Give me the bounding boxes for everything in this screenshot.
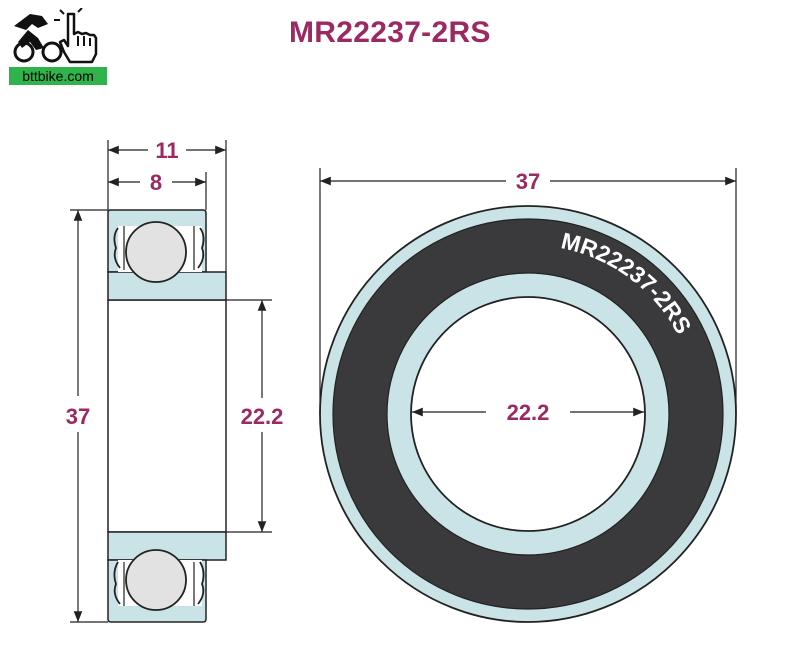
dimension-11: 11	[107, 138, 227, 272]
cyclist-hand-icon	[13, 7, 98, 64]
seal-left-bottom	[113, 561, 121, 605]
dim-label-outer-diameter-front: 37	[516, 169, 540, 194]
page-title: MR22237-2RS	[289, 16, 491, 49]
dim-label-bore-front: 22.2	[507, 400, 550, 425]
dim-label-bore-side: 22.2	[241, 404, 284, 429]
dimension-8: 8	[108, 170, 207, 210]
logo-text: bttbike.com	[9, 67, 107, 85]
bore-face	[410, 296, 646, 532]
logo	[8, 7, 108, 86]
dimension-22-2-side: 22.2	[226, 299, 284, 533]
seal-right-top	[197, 227, 205, 269]
dimension-37-side: 37	[66, 209, 108, 623]
side-view	[107, 209, 227, 623]
dim-label-side-width-inner: 8	[150, 170, 162, 195]
seal-right-bottom	[197, 561, 205, 605]
dim-label-outer-diameter-side: 37	[66, 404, 90, 429]
front-view: MR22237-2RS	[319, 205, 737, 623]
dim-label-side-width-outer: 11	[155, 138, 178, 163]
ball-bottom	[125, 549, 187, 611]
inner-ring-bottom	[107, 531, 227, 561]
inner-ring-body	[107, 299, 227, 533]
ball-top	[125, 221, 187, 283]
dimension-37-front: 37	[319, 168, 737, 414]
dimension-22-2-front: 22.2	[412, 400, 644, 425]
seal-left-top	[113, 227, 121, 269]
